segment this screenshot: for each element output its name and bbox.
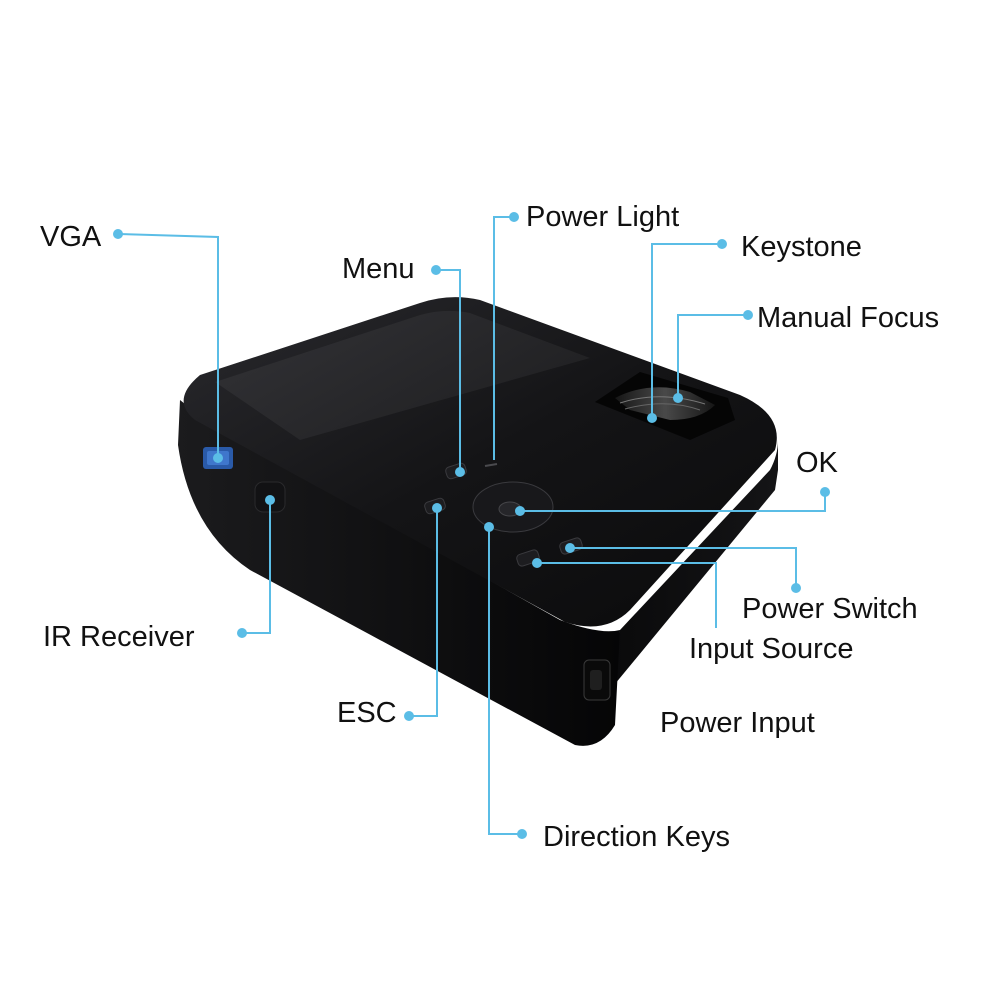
- label-ir-receiver: IR Receiver: [43, 621, 195, 653]
- menu-dot-start: [455, 467, 465, 477]
- ir-receiver-callout-line: [242, 500, 271, 634]
- callout-labels: VGA Menu Power Light Keystone Manual Foc…: [40, 201, 939, 853]
- power-switch-callout-line: [570, 547, 797, 588]
- ir-receiver-dot-start: [265, 495, 275, 505]
- direction-keys-callout-line: [488, 527, 522, 835]
- label-manual-focus: Manual Focus: [757, 302, 939, 334]
- label-input-source: Input Source: [689, 633, 853, 665]
- power-switch-dot-end: [791, 583, 801, 593]
- power-light-indicator: [484, 463, 498, 467]
- direction-keys-dot-start: [484, 522, 494, 532]
- label-ok: OK: [796, 447, 839, 479]
- label-power-light: Power Light: [526, 201, 679, 233]
- input-source-callout-line: [537, 562, 717, 628]
- manual-focus-dot-start: [673, 393, 683, 403]
- keystone-callout-line: [651, 243, 722, 418]
- top-face: [183, 297, 777, 627]
- label-power-input: Power Input: [660, 707, 815, 739]
- callout-dots: [113, 212, 830, 839]
- ok-callout-line: [520, 492, 826, 512]
- esc-dot-end: [404, 711, 414, 721]
- keystone-dot-end: [717, 239, 727, 249]
- manual-focus-callout-line: [677, 314, 748, 398]
- input-source-dot: [532, 558, 542, 568]
- vga-callout-line: [117, 233, 219, 458]
- label-vga: VGA: [40, 221, 102, 253]
- label-keystone: Keystone: [741, 231, 862, 263]
- vga-dot-end: [113, 229, 123, 239]
- menu-dot-end: [431, 265, 441, 275]
- vga-dot-start: [213, 453, 223, 463]
- ok-dot-end: [820, 487, 830, 497]
- menu-callout-line: [436, 269, 461, 472]
- label-esc: ESC: [337, 697, 397, 729]
- keystone-dot-start: [647, 413, 657, 423]
- power-light-callout-line: [493, 216, 514, 460]
- label-direction-keys: Direction Keys: [543, 821, 730, 853]
- ok-dot-start: [515, 506, 525, 516]
- power-light-dot: [509, 212, 519, 222]
- top-highlight: [215, 310, 590, 440]
- label-menu: Menu: [342, 253, 415, 285]
- esc-dot-start: [432, 503, 442, 513]
- label-power-switch: Power Switch: [742, 593, 918, 625]
- direction-keys-dot-end: [517, 829, 527, 839]
- esc-callout-line: [409, 508, 438, 717]
- ir-receiver-dot-end: [237, 628, 247, 638]
- power-switch-dot-start: [565, 543, 575, 553]
- manual-focus-dot-end: [743, 310, 753, 320]
- front-face: [178, 400, 620, 746]
- projector-body: [178, 297, 778, 746]
- side-face: [610, 440, 778, 690]
- callout-lines: [117, 216, 826, 835]
